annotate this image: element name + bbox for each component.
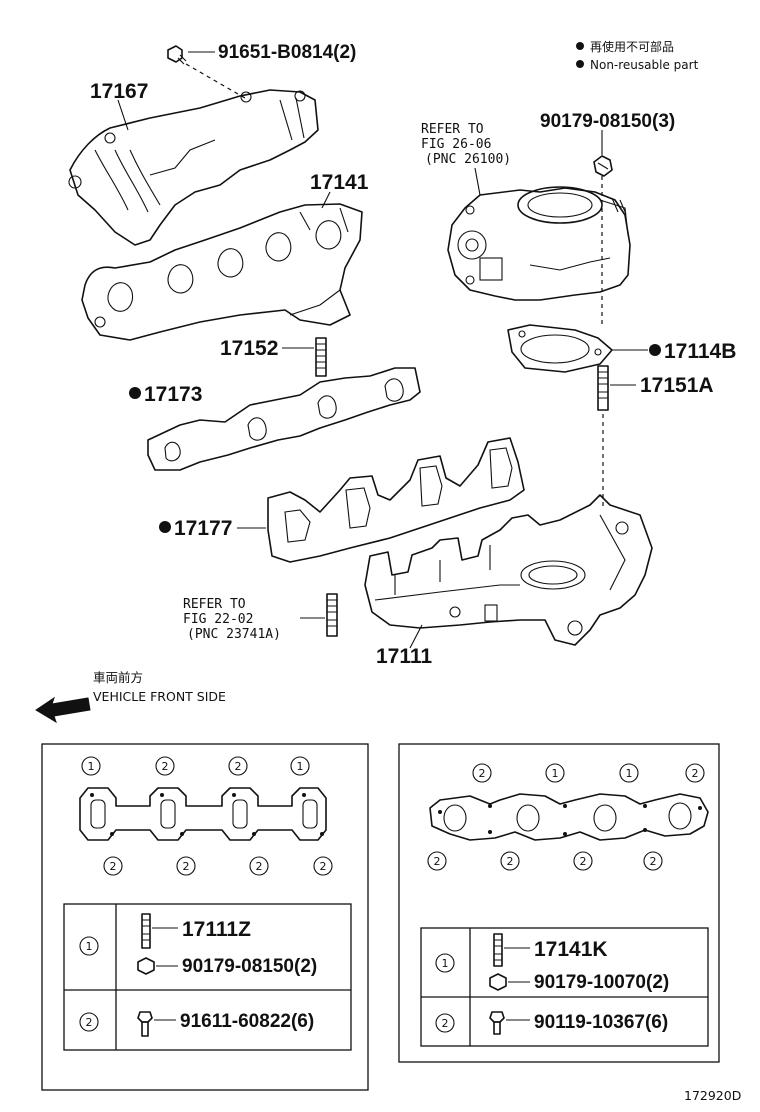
left-bottom-mark: 2 <box>176 856 196 876</box>
right-top-mark: 2 <box>472 763 492 783</box>
left-top-mark: 2 <box>228 756 248 776</box>
right-row1-num: 1 <box>435 953 455 973</box>
ref2-line3: (PNC 23741A) <box>187 627 281 642</box>
non-reusable-dot-icon <box>576 42 584 50</box>
right-top-mark: 1 <box>619 763 639 783</box>
ref2-line1: REFER TO <box>183 597 246 612</box>
right-top-mark: 2 <box>685 763 705 783</box>
left-bottom-mark: 2 <box>249 856 269 876</box>
left-row1-part-a: 17111Z <box>182 918 251 941</box>
legend-en: Non-reusable part <box>590 58 699 72</box>
svg-text:2: 2 <box>86 1016 93 1029</box>
svg-text:2: 2 <box>650 855 657 868</box>
gasket-17173 <box>147 367 421 471</box>
stud-17152-icon <box>315 337 327 377</box>
label-17141: 17141 <box>310 171 369 194</box>
nut-90179-icon <box>489 973 507 991</box>
exhaust-manifold-17141 <box>81 203 363 341</box>
left-top-mark: 2 <box>155 756 175 776</box>
label-17167: 17167 <box>90 80 148 103</box>
nut-90179-icon <box>137 957 155 975</box>
left-bottom-mark: 2 <box>103 856 123 876</box>
svg-text:2: 2 <box>507 855 514 868</box>
left-panel-gasket <box>79 787 327 841</box>
left-row2-num: 2 <box>79 1012 99 1032</box>
label-17177: 17177 <box>174 517 232 540</box>
label-17111: 17111 <box>376 645 432 668</box>
left-row1-num: 1 <box>79 936 99 956</box>
left-top-mark: 1 <box>81 756 101 776</box>
left-bolt-panel: 1 2 2 1 2 <box>41 743 369 1091</box>
non-reusable-dot-icon <box>649 344 661 356</box>
ref2-line2: FIG 22-02 <box>183 612 253 627</box>
svg-text:2: 2 <box>256 860 263 873</box>
svg-text:2: 2 <box>110 860 117 873</box>
right-bolt-panel: 2 1 1 2 2 <box>398 743 720 1063</box>
bolt-90119-icon <box>489 1011 505 1035</box>
svg-text:1: 1 <box>88 760 95 773</box>
stud-17141k-icon <box>493 933 503 967</box>
svg-text:2: 2 <box>479 767 486 780</box>
svg-text:2: 2 <box>692 767 699 780</box>
left-row2-part-a: 91611-60822(6) <box>180 1011 314 1032</box>
stud-17111z-icon <box>141 913 151 949</box>
right-row2-part-a: 90119-10367(6) <box>534 1012 668 1033</box>
stud-23741a-icon <box>326 593 338 637</box>
ref1-line1: REFER TO <box>421 122 484 137</box>
label-17152: 17152 <box>220 337 278 360</box>
right-bottom-mark: 2 <box>427 851 447 871</box>
front-label-jp: 車両前方 <box>93 670 143 685</box>
nut-90179-top-icon <box>593 155 613 177</box>
svg-text:2: 2 <box>320 860 327 873</box>
diagram-code: 172920D <box>684 1088 741 1103</box>
svg-text:1: 1 <box>297 760 304 773</box>
non-reusable-dot-icon <box>129 387 141 399</box>
right-row1-part-b: 90179-10070(2) <box>534 972 669 993</box>
label-91651: 91651-B0814(2) <box>218 42 356 63</box>
right-panel-gasket <box>429 793 709 841</box>
svg-text:1: 1 <box>552 767 559 780</box>
label-17114b: 17114B <box>664 340 736 363</box>
heat-insulator-17167 <box>68 89 319 246</box>
non-reusable-dot-icon <box>159 521 171 533</box>
ref1-line3: (PNC 26100) <box>425 152 511 167</box>
svg-text:1: 1 <box>626 767 633 780</box>
bolt-91651-icon <box>167 45 187 65</box>
gasket-17177 <box>267 437 525 563</box>
svg-text:2: 2 <box>580 855 587 868</box>
label-17151a: 17151A <box>640 374 714 397</box>
ref1-line2: FIG 26-06 <box>421 137 491 152</box>
throttle-body-26100 <box>447 186 631 301</box>
non-reusable-dot-icon <box>576 60 584 68</box>
svg-text:2: 2 <box>183 860 190 873</box>
left-row1-part-b: 90179-08150(2) <box>182 956 317 977</box>
front-label-en: VEHICLE FRONT SIDE <box>93 689 226 704</box>
right-top-mark: 1 <box>545 763 565 783</box>
gasket-17114b <box>507 324 613 373</box>
left-bottom-mark: 2 <box>313 856 333 876</box>
right-row2-num: 2 <box>435 1013 455 1033</box>
stud-17151a-icon <box>597 365 609 411</box>
intake-manifold-17111 <box>364 494 653 646</box>
svg-text:2: 2 <box>434 855 441 868</box>
svg-text:2: 2 <box>235 760 242 773</box>
arrow-left-icon <box>35 696 91 724</box>
right-row1-part-a: 17141K <box>534 938 608 961</box>
left-top-mark: 1 <box>290 756 310 776</box>
label-17173: 17173 <box>144 383 202 406</box>
label-90179-top: 90179-08150(3) <box>540 111 675 132</box>
svg-text:2: 2 <box>442 1017 449 1030</box>
bolt-91611-icon <box>137 1011 153 1037</box>
right-bottom-mark: 2 <box>643 851 663 871</box>
svg-text:2: 2 <box>162 760 169 773</box>
right-bottom-mark: 2 <box>500 851 520 871</box>
svg-text:1: 1 <box>86 940 93 953</box>
right-bottom-mark: 2 <box>573 851 593 871</box>
legend-jp: 再使用不可部品 <box>590 39 674 54</box>
svg-text:1: 1 <box>442 957 449 970</box>
